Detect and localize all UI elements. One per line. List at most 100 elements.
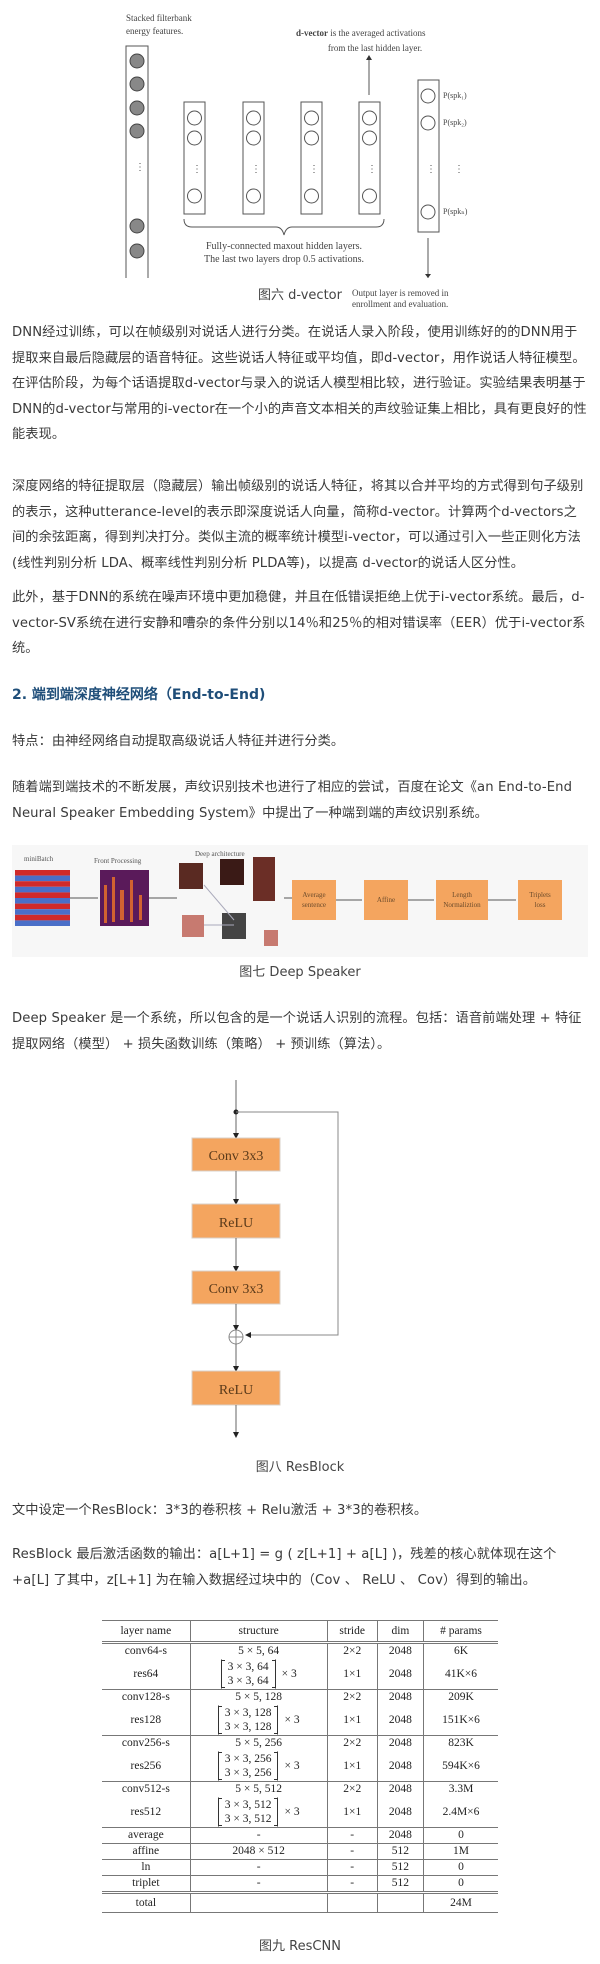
hidden-layer: [242, 101, 265, 215]
conv-label: Conv 3x3: [209, 1282, 264, 1297]
hidden-label: The last two layers drop 0.5 activations…: [204, 254, 364, 265]
dim-cell: 2048: [376, 1659, 424, 1690]
brace: [183, 218, 385, 236]
column-header: # params: [422, 1620, 498, 1644]
output-label: P(spk₂): [443, 118, 467, 127]
params-cell: 6K: [422, 1642, 498, 1659]
column-header: layer name: [102, 1620, 191, 1644]
figure-8-caption: 图八 ResBlock: [255, 1460, 345, 1475]
dvector-label: from the last hidden layer.: [328, 43, 422, 53]
dim-cell: 2048: [376, 1689, 424, 1705]
resblock-diagram: Conv 3x3 ReLU Conv 3x3 ReLU: [191, 1080, 339, 1438]
dim-cell: 2048: [376, 1827, 424, 1844]
input-label: energy features.: [126, 26, 183, 36]
stride-cell: [326, 1891, 378, 1913]
hidden-layer: [183, 101, 206, 215]
params-cell: 2.4M×6: [422, 1797, 498, 1828]
hidden-layer: [300, 101, 323, 215]
stride-cell: 1×1: [326, 1705, 378, 1736]
paragraph-features: 特点：由神经网络自动提取高级说话人特征并进行分类。: [12, 734, 345, 749]
relu-label: ReLU: [219, 1383, 253, 1398]
output-note: Output layer is removed in enrollment an…: [352, 288, 448, 310]
box-label: Triplets: [529, 891, 551, 899]
layer-name-cell: res256: [102, 1751, 191, 1782]
paragraph-resblock-output: ResBlock 最后激活函数的输出：a[L+1] = g ( z[L+1] +…: [12, 1547, 557, 1588]
column-header: stride: [326, 1620, 378, 1644]
hidden-layers: ⋮⋮⋮⋮: [183, 101, 381, 215]
triplet-loss-box: [518, 880, 562, 920]
params-cell: 1M: [422, 1843, 498, 1860]
params-cell: 151K×6: [422, 1705, 498, 1736]
box-label: Average: [302, 891, 325, 899]
layer-name-cell: conv128-s: [121, 1691, 170, 1703]
layer-name-cell: ln: [102, 1859, 191, 1876]
deep-architecture-blocks: [179, 857, 278, 946]
dim-cell: 2048: [376, 1705, 424, 1736]
stride-cell: 2×2: [326, 1642, 378, 1659]
params-cell: 41K×6: [422, 1659, 498, 1690]
layer-name-cell: average: [102, 1827, 191, 1844]
layer-name-cell: conv256-s: [121, 1737, 170, 1749]
paragraph-deep-speaker: Deep Speaker 是一个系统，所以包含的是一个说话人识别的流程。包括：语…: [12, 1011, 582, 1052]
dim-cell: 512: [376, 1859, 424, 1876]
output-note-line: enrollment and evaluation.: [352, 299, 449, 309]
structure-cell: 5 × 5, 256: [189, 1735, 328, 1751]
section-heading: 2. 端到端深度神经网络（End-to-End): [12, 687, 266, 703]
output-layer: ⋮ P(spk₁) P(spk₂) ⋮ P(spkₙ): [417, 79, 468, 233]
stride-cell: 2×2: [326, 1689, 378, 1705]
stage-label: Front Processing: [94, 857, 142, 865]
box-label: Affine: [377, 896, 395, 904]
paragraph-end-to-end: 随着端到端技术的不断发展，声纹识别技术也进行了相应的尝试，百度在论文《an En…: [12, 780, 573, 821]
layer-name-cell: triplet: [102, 1875, 191, 1893]
dim-cell: 2048: [376, 1781, 424, 1797]
layer-name-cell: res512: [102, 1797, 191, 1828]
stride-cell: -: [326, 1843, 378, 1860]
rescnn-table: layer name structure stride dim # params…: [102, 1620, 498, 1913]
stride-cell: 1×1: [326, 1797, 378, 1828]
structure-cell: -: [189, 1827, 328, 1844]
dim-cell: 512: [376, 1843, 424, 1860]
dim-cell: 2048: [376, 1751, 424, 1782]
stage-label: miniBatch: [24, 855, 54, 863]
params-cell: 209K: [422, 1689, 498, 1705]
stride-cell: -: [326, 1875, 378, 1893]
params-cell: 823K: [422, 1735, 498, 1751]
layer-name-cell: conv512-s: [121, 1783, 170, 1795]
minibatch-image: [15, 870, 70, 926]
output-label: P(spk₁): [443, 91, 467, 100]
stride-cell: 2×2: [326, 1735, 378, 1751]
params-cell: 3.3M: [422, 1781, 498, 1797]
structure-cell: 5 × 5, 512: [189, 1781, 328, 1797]
stride-cell: 2×2: [326, 1781, 378, 1797]
box-label: sentence: [302, 901, 326, 909]
stride-cell: 1×1: [326, 1659, 378, 1690]
dim-cell: 2048: [376, 1797, 424, 1828]
relu-box: [191, 1203, 281, 1239]
conv-label: Conv 3x3: [209, 1149, 264, 1164]
structure-cell: [189, 1891, 328, 1913]
box-label: loss: [535, 901, 546, 909]
params-cell: 24M: [422, 1891, 498, 1913]
column-header: dim: [376, 1620, 424, 1644]
layer-name-cell: res128: [102, 1705, 191, 1736]
affine-box: [364, 880, 408, 920]
svg-text:⋮: ⋮: [251, 164, 261, 175]
paragraph-dnn: DNN经过训练，可以在帧级别对说话人进行分类。在说话人录入阶段，使用训练好的的D…: [12, 325, 587, 442]
stride-cell: -: [326, 1859, 378, 1876]
average-sentence-box: [292, 880, 336, 920]
svg-text:⋮: ⋮: [309, 164, 319, 175]
layer-name-cell: conv64-s: [124, 1645, 167, 1657]
